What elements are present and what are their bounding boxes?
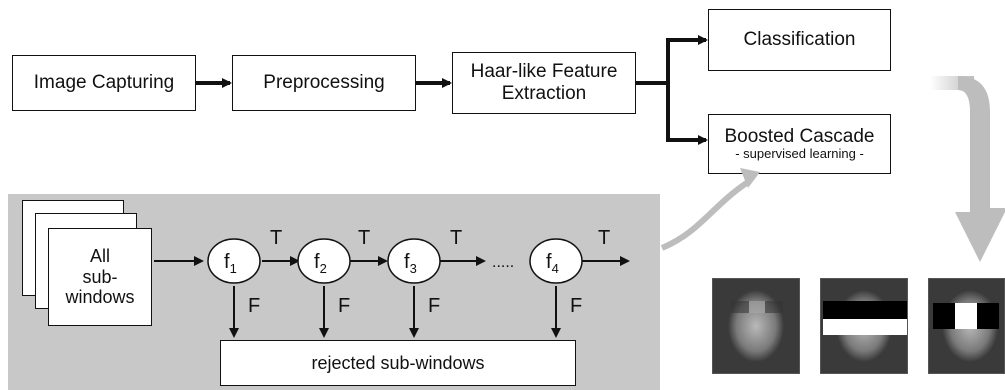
haar-feature-right-dark [977, 303, 999, 329]
haar-feature-extraction-box: Haar-like Feature Extraction [452, 52, 636, 114]
classification-label: Classification [743, 29, 856, 51]
haar-feature-left-dark [933, 303, 955, 329]
arrow-panel-to-boosted-head [740, 168, 760, 188]
face-image-plain [712, 278, 800, 374]
stage-f3-index: 3 [410, 261, 417, 276]
ellipsis-dots: ..... [492, 254, 514, 271]
haar-feature-dark-band [823, 301, 907, 319]
image-capturing-box: Image Capturing [12, 55, 196, 111]
stage-f1-letter: f [224, 251, 230, 273]
svg-text:f1: f1 [224, 251, 237, 276]
haar-label-line2: Extraction [501, 83, 587, 104]
stage-f4-index: 4 [552, 261, 559, 276]
stage-f4-letter: f [546, 251, 552, 273]
false-label-3: F [428, 295, 440, 317]
preprocessing-label: Preprocessing [263, 72, 385, 94]
haar-feature-light-band [823, 319, 907, 335]
rejected-sub-windows-box: rejected sub-windows [220, 340, 576, 386]
sub-windows-label: sub-windows [65, 266, 135, 308]
face-image-two-rect-feature [820, 278, 908, 374]
arrow-haar-branch [636, 40, 670, 140]
stage-f1: f1 [207, 238, 261, 284]
face-image-three-rect-feature [928, 278, 1005, 374]
classification-box: Classification [708, 9, 891, 71]
image-capturing-label: Image Capturing [33, 72, 175, 94]
false-label-4: F [570, 295, 582, 317]
true-label-3: T [450, 227, 462, 249]
stage-f3: f3 [387, 238, 441, 284]
all-sub-windows-box: All sub-windows [48, 228, 152, 326]
rejected-label: rejected sub-windows [311, 352, 485, 373]
svg-text:f4: f4 [546, 251, 559, 276]
preprocessing-box: Preprocessing [232, 55, 416, 111]
stage-f1-index: 1 [230, 261, 237, 276]
arrow-panel-to-boosted [660, 179, 750, 251]
haar-label-line1: Haar-like Feature [470, 61, 618, 83]
big-gray-arrow [930, 76, 1005, 262]
haar-feature-center-light [955, 303, 977, 329]
false-label-1: F [248, 295, 260, 317]
stage-f2-index: 2 [320, 261, 327, 276]
true-label-4: T [598, 227, 610, 249]
eye-shading [731, 301, 783, 313]
stage-f3-letter: f [404, 251, 410, 273]
boosted-cascade-label: Boosted Cascade [724, 125, 875, 147]
true-label-2: T [358, 227, 370, 249]
true-label-1: T [270, 227, 282, 249]
false-label-2: F [338, 295, 350, 317]
svg-text:f3: f3 [404, 251, 417, 276]
stage-f4: f4 [529, 238, 583, 284]
all-label: All [89, 245, 110, 266]
svg-text:f2: f2 [314, 251, 327, 276]
supervised-learning-label: - supervised learning - [735, 146, 864, 162]
stage-f2-letter: f [314, 251, 320, 273]
stage-f2: f2 [297, 238, 351, 284]
boosted-cascade-box: Boosted Cascade - supervised learning - [708, 114, 891, 174]
